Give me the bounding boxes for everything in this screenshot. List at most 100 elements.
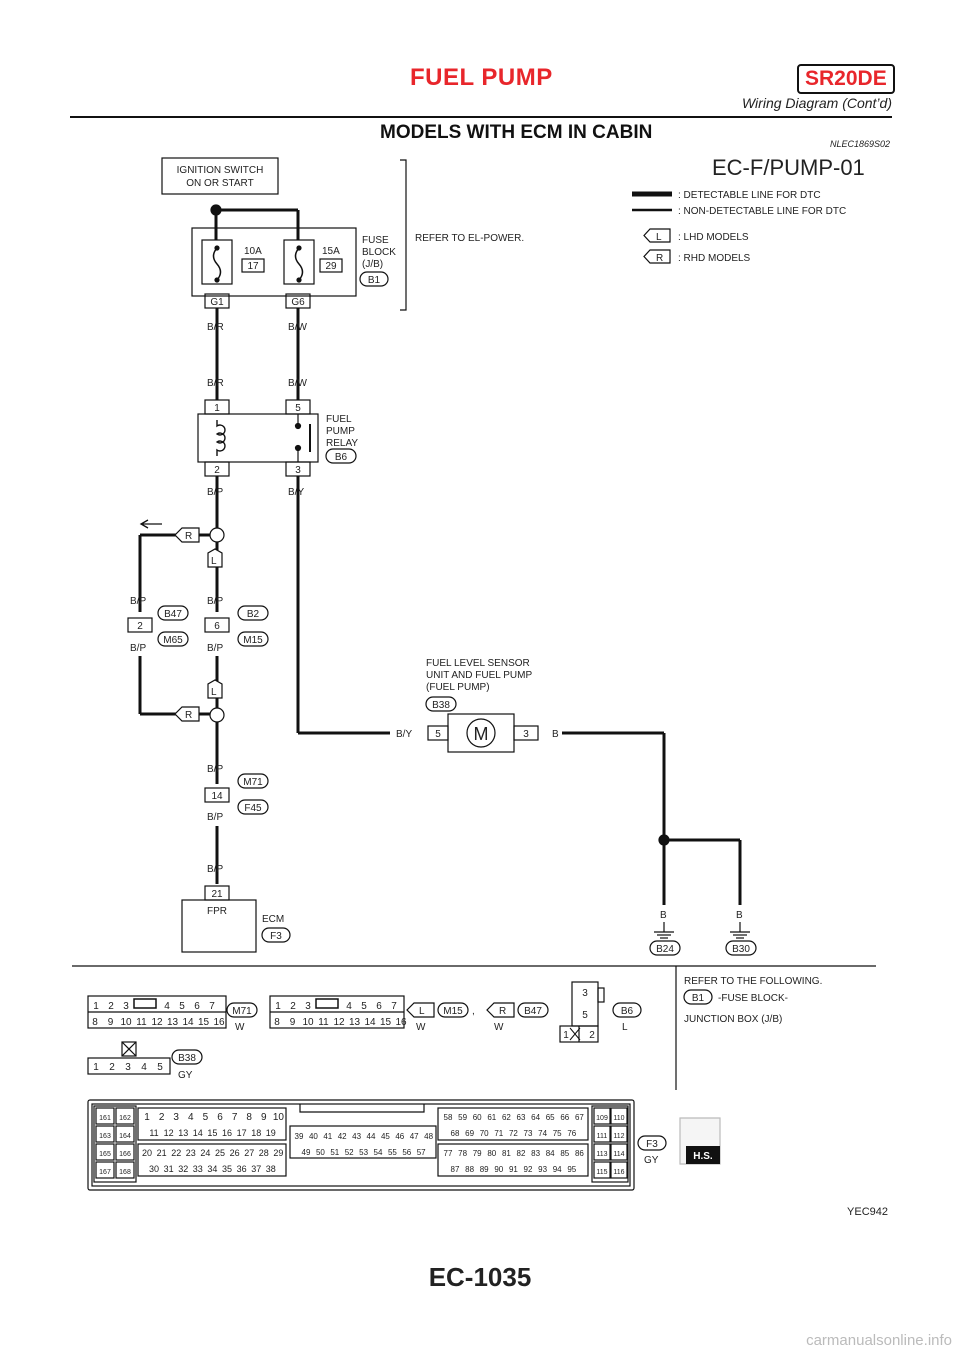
pin-label: 109 xyxy=(596,1115,608,1122)
pin-label: 59 xyxy=(458,1113,467,1122)
pin-label: 1 xyxy=(93,1062,99,1073)
pin-label: 25 xyxy=(215,1148,225,1158)
pin-label: 12 xyxy=(333,1017,345,1028)
page-number: EC-1035 xyxy=(428,1262,532,1292)
pin-cell xyxy=(95,1161,115,1179)
pin-label: 95 xyxy=(567,1165,576,1174)
pin-label: 54 xyxy=(374,1148,383,1157)
pin-label: 90 xyxy=(494,1165,503,1174)
pin-label: 84 xyxy=(546,1149,555,1158)
pin-cell xyxy=(115,1107,135,1125)
svg-text:FUEL LEVEL SENSOR: FUEL LEVEL SENSOR xyxy=(426,658,530,669)
pin-label: 115 xyxy=(596,1169,607,1176)
pin-label: 31 xyxy=(164,1164,174,1174)
pin-label: 2 xyxy=(159,1112,165,1123)
pin-label: 167 xyxy=(99,1169,111,1176)
pin-label: 72 xyxy=(509,1129,518,1138)
pin-label: 91 xyxy=(509,1165,518,1174)
pin-label: 64 xyxy=(531,1113,540,1122)
pin-label: 38 xyxy=(266,1164,276,1174)
pin-label: 14 xyxy=(182,1017,194,1028)
pin-label: 14 xyxy=(193,1128,203,1138)
svg-text:2: 2 xyxy=(589,1030,595,1041)
svg-text:JUNCTION BOX (J/B): JUNCTION BOX (J/B) xyxy=(684,1014,782,1025)
pin-label: 2 xyxy=(109,1062,115,1073)
pin-label: 69 xyxy=(465,1129,474,1138)
svg-text:B2: B2 xyxy=(247,609,260,620)
pin-label: 14 xyxy=(364,1017,376,1028)
svg-text:M65: M65 xyxy=(163,635,183,646)
pin-label: 10 xyxy=(273,1112,285,1123)
pin-cell xyxy=(95,1107,115,1125)
pin-label: 45 xyxy=(381,1132,390,1141)
pin-label: 77 xyxy=(444,1149,453,1158)
svg-text:B6: B6 xyxy=(621,1006,634,1017)
pin-label: 12 xyxy=(151,1017,163,1028)
pin-label: 88 xyxy=(465,1165,474,1174)
pin-label: 9 xyxy=(108,1017,114,1028)
pin-label: 37 xyxy=(251,1164,261,1174)
pin-label: 3 xyxy=(305,1001,311,1012)
pin-label: 27 xyxy=(244,1148,254,1158)
svg-text:B/P: B/P xyxy=(207,812,223,823)
svg-text:FUEL: FUEL xyxy=(326,414,352,425)
pin-label: 22 xyxy=(171,1148,181,1158)
pin-label: 8 xyxy=(92,1017,98,1028)
pin-label: 7 xyxy=(232,1112,238,1123)
legend-rhd-tag-text: R xyxy=(656,253,663,264)
pin-label: 28 xyxy=(259,1148,269,1158)
svg-text:F45: F45 xyxy=(244,803,262,814)
svg-text:B38: B38 xyxy=(432,700,450,711)
svg-text:(FUEL PUMP): (FUEL PUMP) xyxy=(426,682,490,693)
pin-label: 79 xyxy=(473,1149,482,1158)
pin-label: 50 xyxy=(316,1148,325,1157)
svg-text:B: B xyxy=(736,910,743,921)
svg-text:B: B xyxy=(660,910,667,921)
pin-cell xyxy=(95,1143,115,1161)
pin-label: 39 xyxy=(295,1132,304,1141)
pin-label: 24 xyxy=(200,1148,210,1158)
svg-text:2: 2 xyxy=(137,621,143,632)
pin-label: 89 xyxy=(480,1165,489,1174)
svg-text:RELAY: RELAY xyxy=(326,438,358,449)
legend-lhd-tag-text: L xyxy=(656,232,662,243)
option-node-top xyxy=(209,527,225,543)
svg-text:5: 5 xyxy=(582,1010,588,1021)
legend-rhd-text: : RHD MODELS xyxy=(678,253,751,264)
pin-label: 44 xyxy=(367,1132,376,1141)
pin-label: 93 xyxy=(538,1165,547,1174)
pin-label: 73 xyxy=(524,1129,533,1138)
svg-text:1: 1 xyxy=(214,403,220,414)
pin-label: 13 xyxy=(349,1017,361,1028)
pin-label: 86 xyxy=(575,1149,584,1158)
fuse-block-refer: REFER TO EL-POWER. xyxy=(415,233,524,244)
pin-label: 23 xyxy=(186,1148,196,1158)
pin-label: 164 xyxy=(119,1133,131,1140)
svg-text:G1: G1 xyxy=(210,297,224,308)
pin-label: 1 xyxy=(275,1001,281,1012)
pin-label: 4 xyxy=(346,1001,352,1012)
pin-label: 40 xyxy=(309,1132,318,1141)
pin-label: 87 xyxy=(451,1165,460,1174)
pin-label: 75 xyxy=(553,1129,562,1138)
ground-b24: B24 xyxy=(656,944,674,955)
pin-label: 13 xyxy=(178,1128,188,1138)
pin-label: 5 xyxy=(361,1001,367,1012)
svg-text:B/Y: B/Y xyxy=(396,729,412,740)
fuse1-amp: 10A xyxy=(244,246,262,257)
ground-b30: B30 xyxy=(732,944,750,955)
svg-text:B38: B38 xyxy=(178,1053,196,1064)
pin-cell xyxy=(115,1125,135,1143)
pin-label: 2 xyxy=(290,1001,296,1012)
svg-text:B: B xyxy=(552,729,559,740)
svg-text:L: L xyxy=(211,556,217,567)
fuse-block-conn: B1 xyxy=(368,275,381,286)
pin-label: 9 xyxy=(290,1017,296,1028)
pin-label: 58 xyxy=(444,1113,453,1122)
svg-text:B47: B47 xyxy=(524,1006,542,1017)
pin-label: 5 xyxy=(179,1001,185,1012)
pin-label: 8 xyxy=(274,1017,280,1028)
svg-text:M: M xyxy=(474,724,489,744)
pin-label: 21 xyxy=(157,1148,167,1158)
svg-text:21: 21 xyxy=(211,889,223,900)
